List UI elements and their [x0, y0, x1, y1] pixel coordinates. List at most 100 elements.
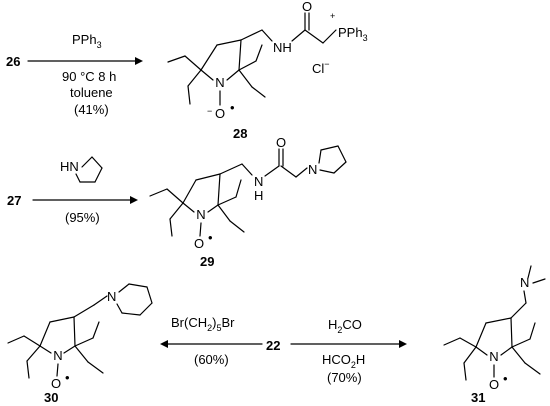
- bond: [184, 55, 202, 71]
- radical-dot: •: [230, 100, 235, 115]
- bond: [240, 29, 263, 41]
- bond: [81, 156, 93, 168]
- bond: [121, 312, 141, 316]
- bond: [463, 346, 477, 364]
- bond: [63, 345, 76, 354]
- bond: [217, 204, 231, 222]
- bond: [87, 361, 104, 374]
- bond: [500, 346, 513, 356]
- bond: [527, 265, 532, 279]
- counterion-cl: Cl−: [312, 59, 330, 76]
- bond: [523, 290, 527, 304]
- radical-dot: •: [208, 230, 213, 245]
- bond: [318, 149, 322, 164]
- condition-solvent: toluene: [70, 85, 113, 100]
- molecule-29: N O • N H O N: [149, 135, 347, 251]
- atom-o: O: [215, 106, 225, 121]
- compound-30-label: 30: [44, 390, 58, 405]
- bond: [216, 39, 242, 46]
- bond: [39, 321, 51, 347]
- bond: [73, 304, 95, 318]
- reagent-formic-acid: HCO2H: [322, 352, 365, 370]
- bond: [7, 335, 25, 344]
- bond: [94, 167, 103, 183]
- bond: [39, 345, 52, 354]
- bond: [280, 165, 297, 178]
- bond: [92, 321, 100, 339]
- bond: [463, 362, 467, 381]
- condition-temperature: 90 °C 8 h: [62, 69, 116, 84]
- bond: [337, 145, 347, 163]
- bond: [475, 322, 487, 348]
- reagent-dibromopentane: Br(CH2)5Br: [171, 315, 235, 333]
- bond: [49, 316, 75, 323]
- bond: [91, 156, 103, 169]
- bond: [26, 360, 30, 379]
- bond: [251, 86, 266, 98]
- arrow-head-3-left: [160, 340, 168, 348]
- compound-31-label: 31: [471, 390, 485, 405]
- compound-26-label: 26: [6, 54, 20, 69]
- atom-n: N: [196, 207, 205, 222]
- atom-o: O: [489, 377, 499, 392]
- bond: [255, 44, 263, 62]
- bond: [149, 188, 168, 197]
- reaction-3-right-yield: (70%): [327, 370, 362, 385]
- bond: [200, 69, 214, 81]
- bond: [320, 145, 339, 151]
- atom-n-pyrrolidine: N: [308, 162, 317, 177]
- radical-dot: •: [65, 370, 70, 385]
- bond: [511, 346, 526, 364]
- bond: [166, 188, 184, 204]
- compound-27-label: 27: [7, 193, 21, 208]
- bond: [295, 167, 308, 178]
- bond: [475, 346, 488, 356]
- molecule-30: N O • N: [7, 283, 153, 391]
- atom-o-carbonyl: O: [276, 135, 286, 150]
- bond: [459, 337, 477, 348]
- atom-nh: NH: [273, 40, 292, 55]
- molecule-31: N O • N: [443, 265, 546, 392]
- bond: [26, 345, 41, 362]
- reaction-3-left-yield: (60%): [194, 352, 229, 367]
- bond: [524, 362, 541, 375]
- phosphonium-group: PPh3: [338, 25, 368, 43]
- bond: [74, 345, 89, 363]
- bond: [207, 204, 219, 213]
- bond: [187, 85, 191, 105]
- bond: [217, 196, 237, 206]
- compound-22-label: 22: [266, 338, 280, 353]
- bond: [529, 322, 536, 340]
- reaction-3: N O • N 30 Br(CH2)5Br (60%): [7, 265, 546, 405]
- arrow-head-2: [130, 196, 138, 204]
- pyrrolidine-reagent: HN: [60, 156, 103, 183]
- atom-n: N: [53, 348, 62, 363]
- bond: [304, 29, 324, 44]
- bond: [73, 316, 76, 347]
- bond: [241, 163, 253, 176]
- bond: [139, 302, 153, 316]
- bond: [322, 29, 337, 44]
- bond: [485, 317, 512, 324]
- bond: [333, 161, 347, 174]
- reagent-pph3: PPh3: [72, 32, 102, 50]
- bond: [75, 173, 81, 183]
- bond: [169, 218, 173, 237]
- compound-29-label: 29: [200, 254, 214, 269]
- reaction-2-yield: (95%): [65, 210, 100, 225]
- bond: [217, 173, 221, 206]
- bond: [532, 278, 546, 284]
- bond: [238, 39, 242, 71]
- bond: [128, 283, 148, 288]
- charge-plus: +: [330, 11, 335, 21]
- bond: [510, 302, 527, 319]
- reaction-2: 27 HN (95%) N O •: [7, 135, 347, 269]
- atom-hn: HN: [60, 159, 79, 174]
- charge-minus: −: [207, 106, 212, 116]
- atom-h: H: [254, 188, 263, 203]
- bond: [182, 179, 197, 204]
- bond: [219, 163, 243, 175]
- atom-n-piperidine: N: [107, 289, 116, 304]
- atom-nh: N: [254, 174, 263, 189]
